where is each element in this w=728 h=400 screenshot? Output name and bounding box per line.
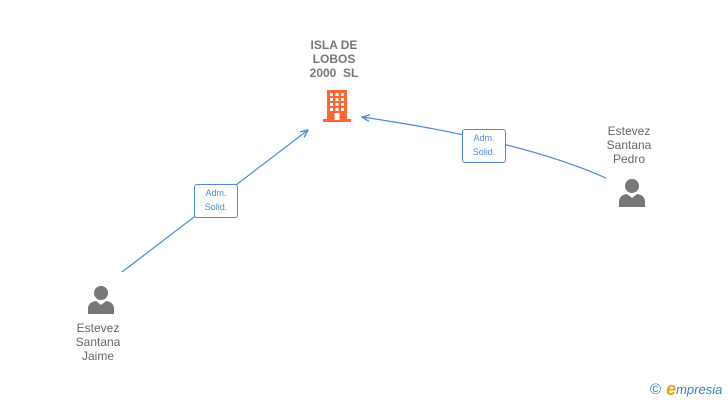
person-icon[interactable]: [86, 284, 116, 314]
brand-logo[interactable]: © e mpresia: [650, 378, 722, 400]
person-name-jaime[interactable]: Estevez Santana Jaime: [58, 321, 138, 363]
relation-label-line: Adm.: [473, 133, 495, 143]
person-name-line: Pedro: [612, 152, 646, 166]
person-name-line: Estevez: [76, 321, 120, 335]
relation-label-jaime[interactable]: Adm. Solid.: [194, 184, 238, 218]
brand-name: mpresia: [676, 381, 723, 397]
copyright-icon: ©: [650, 380, 662, 398]
relation-label-line: Adm.: [205, 188, 227, 198]
relation-label-pedro[interactable]: Adm. Solid.: [462, 129, 506, 163]
company-name-line: LOBOS: [312, 52, 356, 66]
person-name-line: Jaime: [81, 349, 114, 363]
company-name[interactable]: ISLA DE LOBOS 2000 SL: [288, 38, 380, 80]
company-name-line: 2000 SL: [309, 66, 359, 80]
company-name-line: ISLA DE: [310, 38, 358, 52]
relation-label-line: Solid.: [204, 202, 228, 212]
relation-label-line: Solid.: [472, 147, 496, 157]
person-name-pedro[interactable]: Estevez Santana Pedro: [589, 124, 669, 166]
person-name-line: Santana: [75, 335, 121, 349]
person-name-line: Estevez: [607, 124, 651, 138]
building-icon[interactable]: [321, 88, 353, 124]
brand-initial: e: [666, 378, 677, 399]
person-name-line: Santana: [606, 138, 652, 152]
person-icon[interactable]: [617, 177, 647, 207]
